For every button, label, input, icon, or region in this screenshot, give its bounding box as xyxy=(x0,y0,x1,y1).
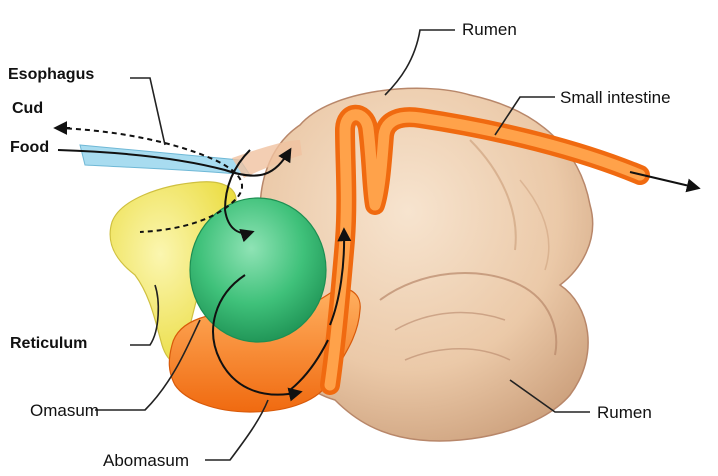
label-abomasum: Abomasum xyxy=(103,452,189,469)
label-reticulum: Reticulum xyxy=(10,336,87,352)
label-rumen-top: Rumen xyxy=(462,21,517,38)
label-esophagus: Esophagus xyxy=(8,67,94,83)
label-food: Food xyxy=(10,140,49,156)
omasum xyxy=(190,198,326,342)
label-rumen-bottom: Rumen xyxy=(597,404,652,421)
label-cud: Cud xyxy=(12,101,43,117)
label-small-intestine: Small intestine xyxy=(560,89,671,106)
label-omasum: Omasum xyxy=(30,402,99,419)
